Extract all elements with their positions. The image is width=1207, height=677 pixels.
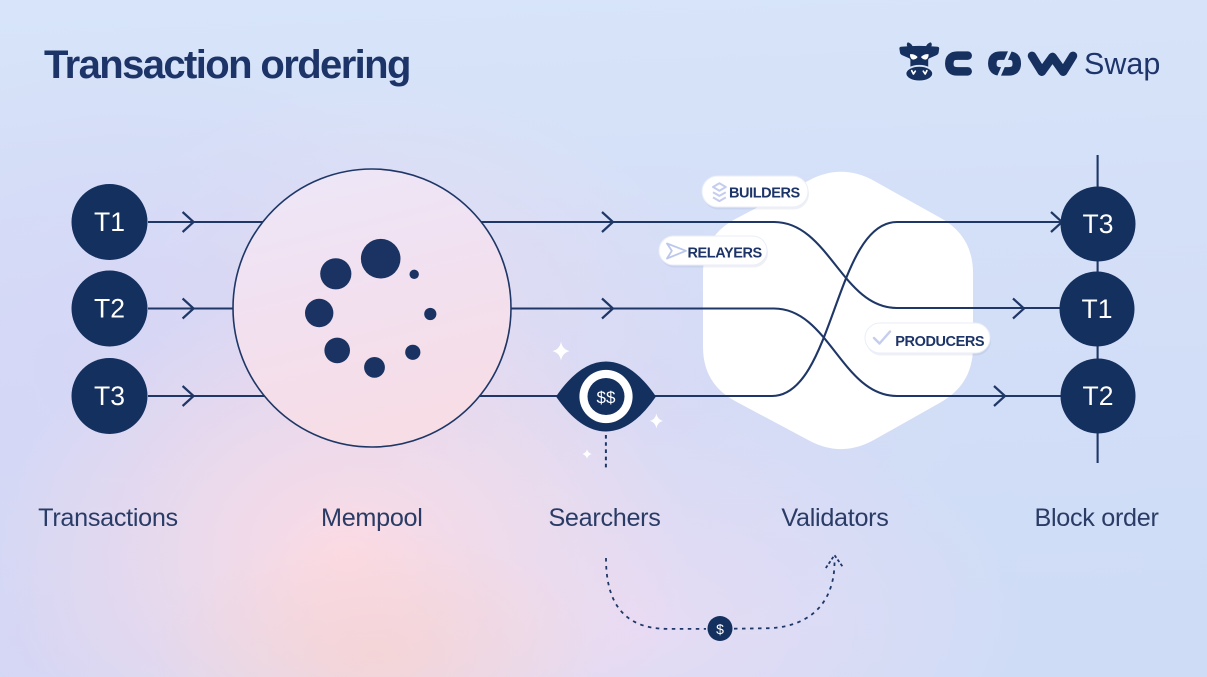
svg-text:Transactions: Transactions — [38, 504, 178, 532]
svg-text:$: $ — [716, 621, 724, 637]
svg-text:T1: T1 — [94, 207, 125, 237]
svg-text:Block order: Block order — [1034, 504, 1158, 532]
svg-text:$$: $$ — [597, 388, 616, 407]
svg-text:Mempool: Mempool — [321, 504, 423, 532]
svg-text:PRODUCERS: PRODUCERS — [895, 334, 985, 350]
svg-text:T2: T2 — [1083, 381, 1114, 411]
svg-text:Transaction ordering: Transaction ordering — [44, 43, 410, 87]
svg-text:T1: T1 — [1082, 294, 1113, 324]
svg-text:T3: T3 — [1083, 209, 1114, 239]
svg-text:T2: T2 — [94, 294, 125, 324]
svg-text:Searchers: Searchers — [548, 504, 660, 532]
svg-text:RELAYERS: RELAYERS — [688, 245, 763, 261]
svg-text:T3: T3 — [94, 381, 125, 411]
svg-text:BUILDERS: BUILDERS — [729, 185, 801, 201]
svg-text:Validators: Validators — [781, 504, 888, 532]
svg-text:Swap: Swap — [1084, 47, 1160, 81]
